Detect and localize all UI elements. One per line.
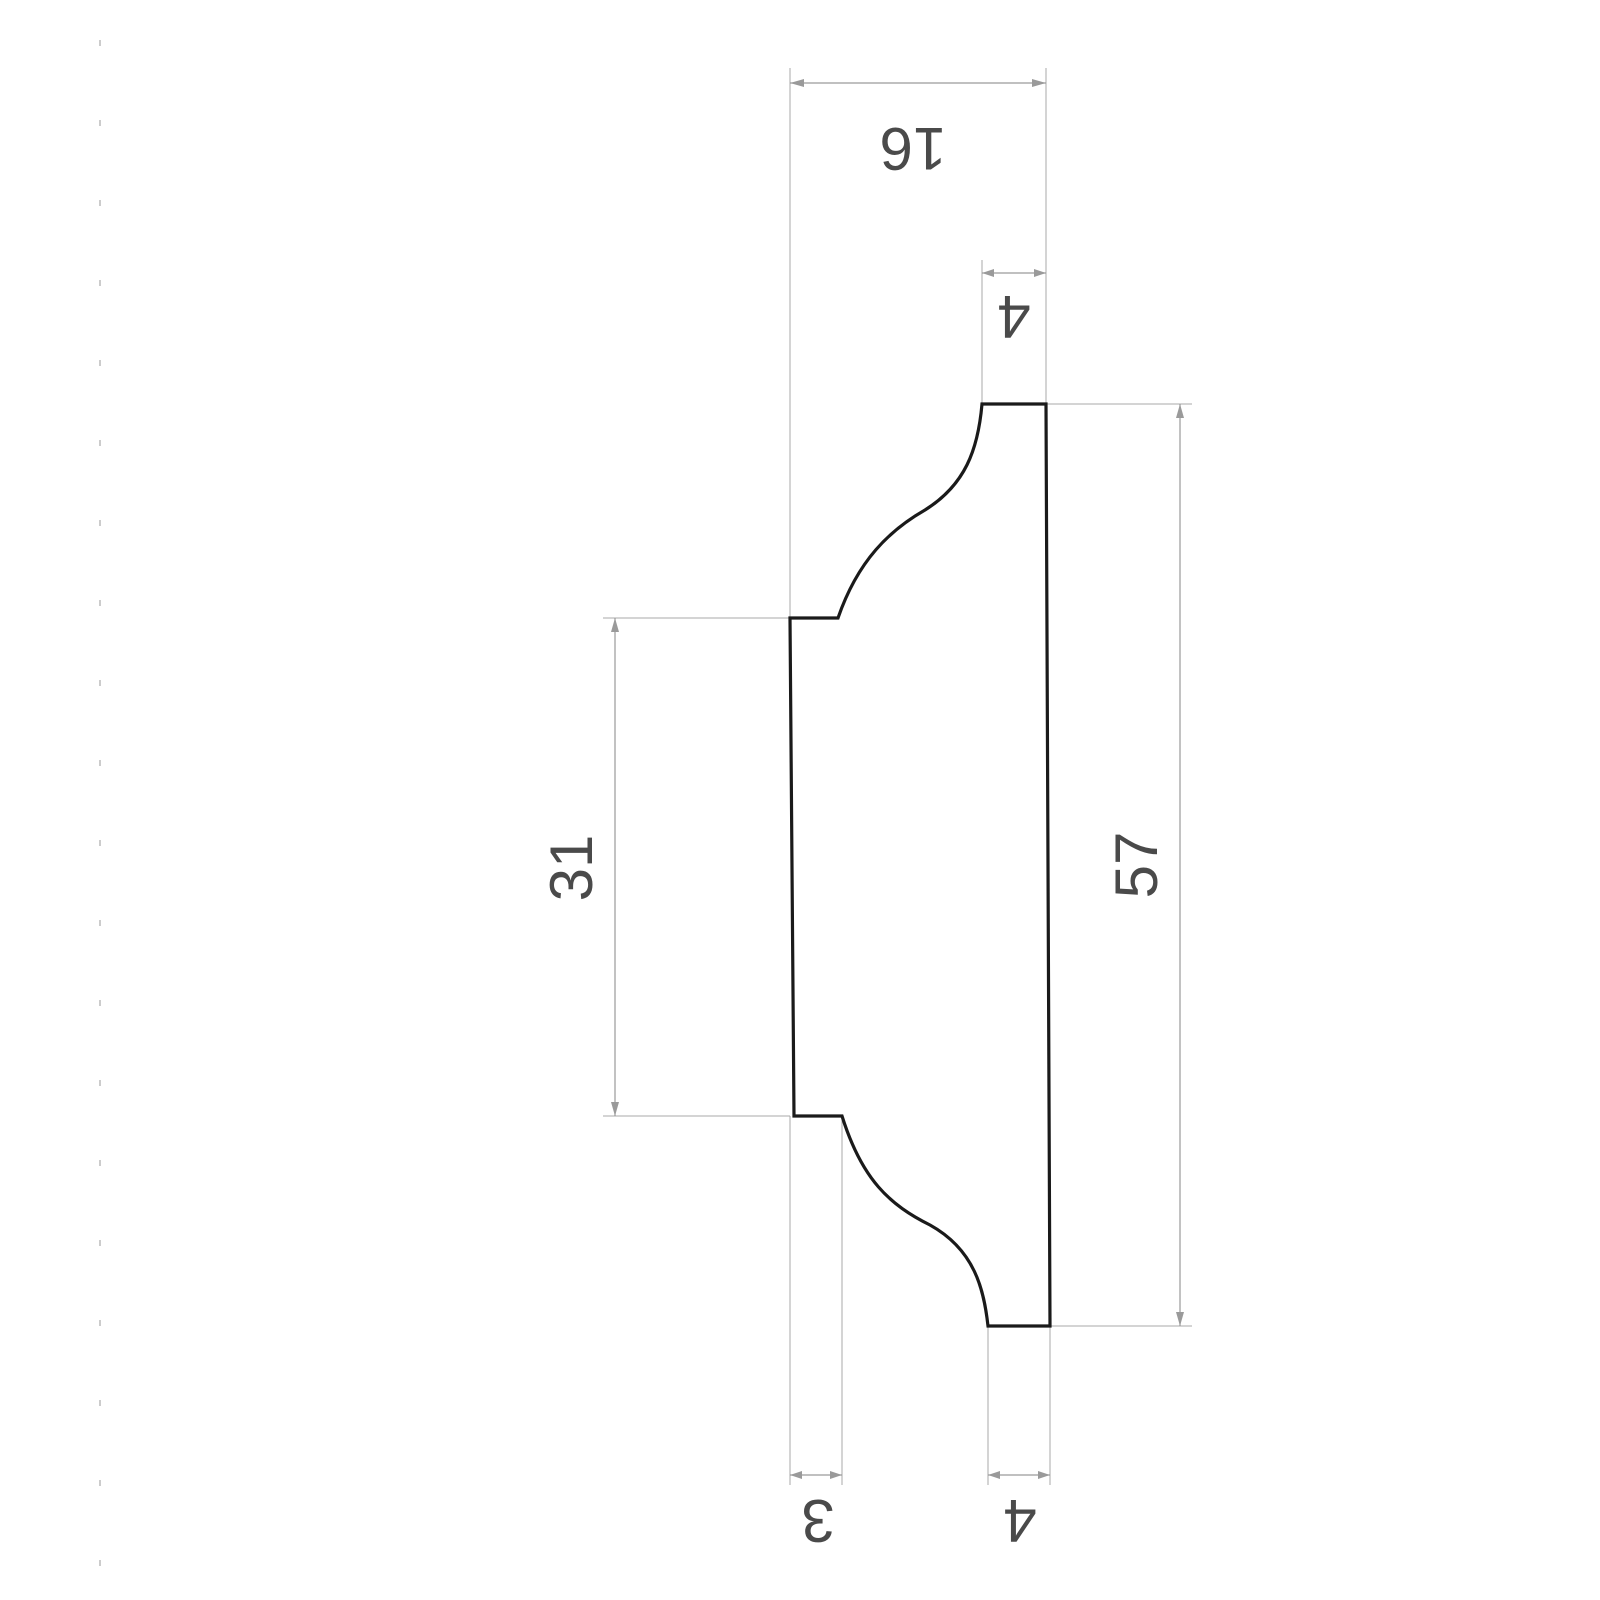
dim-total-length: 57 [1103,832,1170,899]
dim-bottom-lip: 4 [1003,1487,1036,1554]
molding-profile [788,402,1052,1328]
extension-lines [603,68,1192,1485]
dim-top-lip: 4 [997,283,1030,350]
dim-total-depth: 16 [880,115,947,182]
dimension-lines [611,79,1184,1479]
dim-step: 3 [801,1487,834,1554]
dim-face-length: 31 [538,835,605,902]
